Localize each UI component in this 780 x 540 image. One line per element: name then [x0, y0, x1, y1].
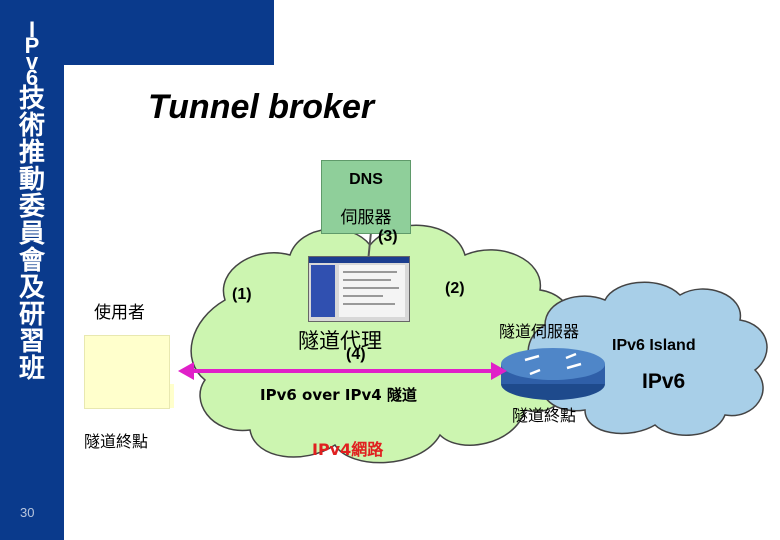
tunnel-double-arrow — [178, 362, 507, 380]
sidebar-char: 班 — [18, 354, 45, 384]
sidebar-char: 技 — [18, 84, 45, 114]
ipv6-label: IPv6 — [642, 370, 686, 393]
ipv6-island-cloud — [527, 281, 768, 436]
dns-server-label: 伺服器 — [340, 208, 392, 228]
sidebar-char: 會 — [18, 246, 45, 276]
sidebar-char: P — [24, 33, 40, 58]
sidebar-char: 研 — [18, 300, 45, 330]
tunnel-endpoint-left-label: 隧道終點 — [84, 432, 149, 451]
sidebar-char: 6 — [25, 65, 39, 90]
header-band — [0, 0, 274, 65]
step-4-label: (4) — [346, 346, 366, 363]
sidebar-char: 動 — [18, 165, 45, 195]
sidebar-char: 術 — [18, 111, 45, 141]
ipv4-network-label: IPv4網路 — [312, 440, 384, 459]
sidebar-char: 推 — [18, 138, 45, 168]
tunnel-endpoint-right-label: 隧道終點 — [512, 406, 577, 425]
ipv6-island-label: IPv6 Island — [612, 337, 696, 354]
dns-server-box: DNS 伺服器 — [321, 160, 411, 234]
sidebar-char: 員 — [18, 219, 45, 249]
dns-label: DNS — [349, 171, 383, 188]
tunnel-server-label: 隧道伺服器 — [499, 322, 580, 341]
ipv6-over-ipv4-label: IPv6 over IPv4 隧道 — [260, 386, 417, 404]
tunnel-proxy-label: 隧道代理 — [298, 329, 382, 353]
user-pc-icon — [84, 335, 170, 409]
step-3-label: (3) — [378, 228, 398, 245]
sidebar-char: 及 — [18, 273, 45, 303]
router-icon — [501, 348, 605, 400]
step-1-label: (1) — [232, 286, 252, 303]
user-label: 使用者 — [94, 303, 145, 323]
sidebar-char: 習 — [18, 327, 45, 357]
slide-title: Tunnel broker — [148, 88, 375, 126]
tunnel-broker-screen-icon — [308, 256, 410, 322]
step-2-label: (2) — [445, 280, 465, 297]
sidebar-char: 委 — [18, 192, 45, 222]
sidebar-char: v — [25, 49, 39, 74]
page-number: 30 — [20, 505, 35, 520]
sidebar-band — [0, 0, 64, 540]
sidebar-char: I — [28, 17, 36, 42]
